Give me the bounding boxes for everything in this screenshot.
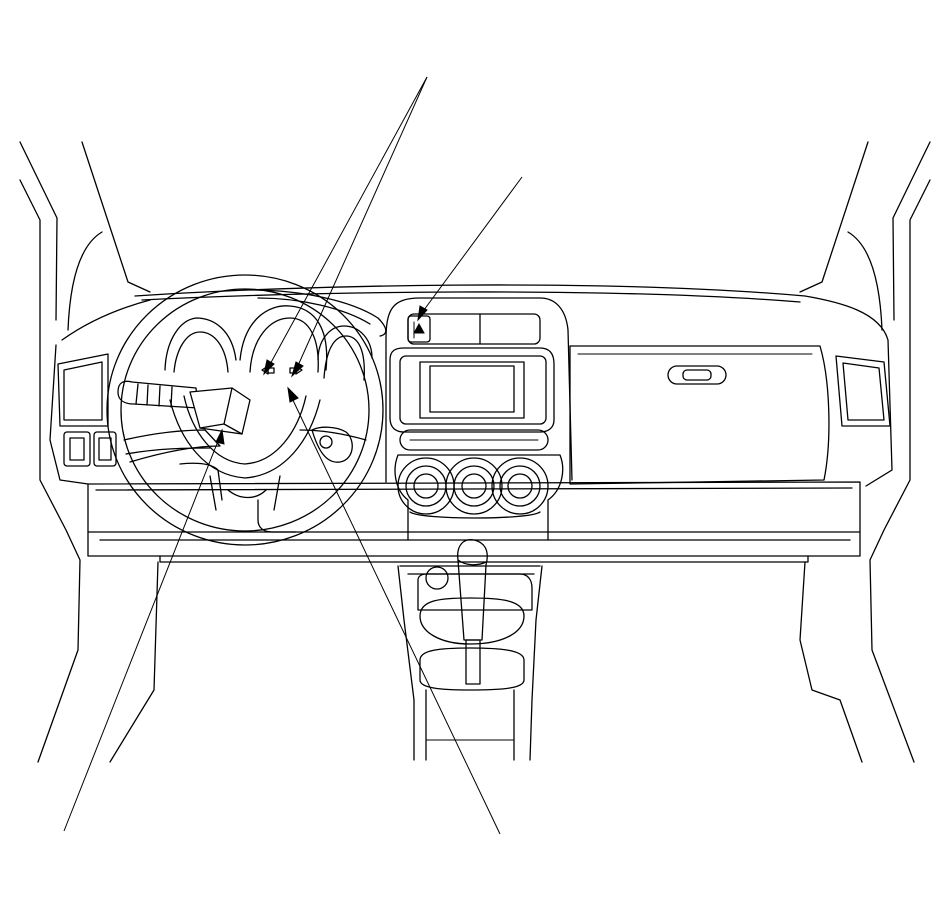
right-side-vent	[836, 356, 890, 426]
glove-box	[570, 346, 829, 484]
dash-lower-leader	[288, 388, 500, 834]
gear-shifter	[458, 540, 488, 684]
turn-signal-indicators-leader	[264, 77, 427, 376]
left-switch-panel	[64, 432, 116, 466]
combination-switch	[118, 381, 250, 434]
hazard-switch	[408, 316, 430, 342]
steering-wheel	[107, 275, 383, 545]
center-climate-knobs	[398, 458, 548, 518]
center-stack	[386, 298, 572, 540]
right-a-pillar	[800, 142, 930, 762]
hazard-switch-leader	[418, 177, 522, 320]
instrument-cluster	[165, 290, 386, 380]
center-console	[398, 566, 542, 760]
left-a-pillar	[20, 142, 158, 762]
left-side-vent	[58, 354, 108, 426]
turn-signal-switch-leader	[64, 430, 224, 831]
